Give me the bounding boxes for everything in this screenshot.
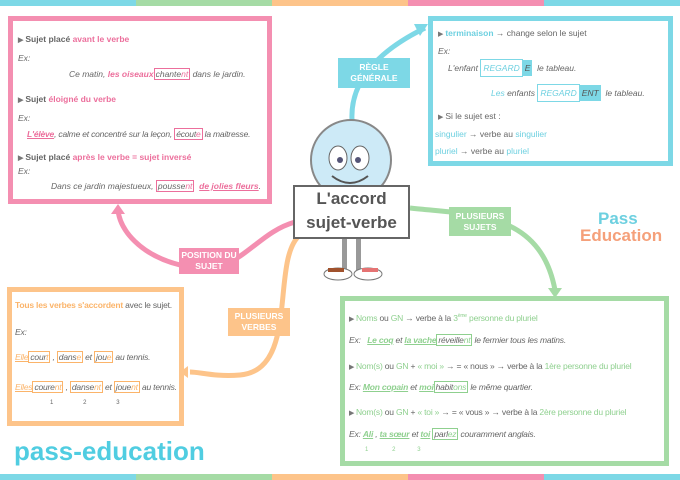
- title-line-2: sujet-verbe: [306, 213, 397, 232]
- top-color-stripe: [0, 0, 680, 6]
- plusieurs-sujets-box: ▶ Noms ou GN → verbe à la 3ème personne …: [340, 296, 669, 466]
- ex-label: Ex:: [18, 113, 31, 123]
- rule-eloigne: ▶ Sujet éloigné du verbe: [18, 94, 117, 104]
- rule-si-sujet: ▶ Si le sujet est :: [438, 111, 501, 121]
- plusieurs-verbes-box: Tous les verbes s'accordent avec le suje…: [7, 287, 184, 426]
- example-ali-soeur-toi: Ex: Ali , ta sœur et toi parlez couramme…: [349, 428, 536, 440]
- bottom-color-stripe: [0, 474, 680, 480]
- rule-tous-verbes: Tous les verbes s'accordent avec le suje…: [15, 300, 172, 310]
- title-sign: L'accord sujet-verbe: [293, 185, 410, 239]
- ex-label: Ex:: [438, 46, 451, 56]
- rule-toi: ▶ Nom(s) ou GN + « toi » → = « vous » → …: [349, 407, 627, 417]
- ex-label: Ex:: [15, 327, 27, 337]
- rule-moi: ▶ Nom(s) ou GN + « moi » → = « nous » → …: [349, 361, 632, 371]
- rule-avant: ▶ Sujet placé avant le verbe: [18, 34, 130, 44]
- regle-generale-box: ▶ terminaison → change selon le sujet Ex…: [428, 16, 673, 166]
- example-eloigne: L'élève, calme et concentré sur la leçon…: [27, 128, 251, 140]
- ex-label: Ex:: [18, 166, 31, 176]
- position-du-sujet-box: ▶ Sujet placé avant le verbe Ex: Ce mati…: [8, 16, 272, 204]
- rule-apres: ▶ Sujet placé après le verbe = sujet inv…: [18, 152, 192, 162]
- logo-line-2: Education: [580, 226, 663, 245]
- ex-label: Ex:: [18, 53, 31, 63]
- rule-pluriel: pluriel → verbe au pluriel: [435, 146, 530, 156]
- logo-line-1: Pass: [598, 209, 638, 228]
- title-line-1: L'accord: [316, 189, 387, 208]
- pass-education-logo: Pass Education: [580, 210, 662, 244]
- tag-regle-generale: RÈGLE GÉNÉRALE: [338, 58, 410, 88]
- example-apres: Dans ce jardin majestueux, poussent de j…: [51, 180, 262, 192]
- rule-singulier: singulier → verbe au singulier: [435, 129, 547, 139]
- rule-noms-gn: ▶ Noms ou GN → verbe à la 3ème personne …: [349, 313, 538, 323]
- tag-position-du-sujet: POSITION DU SUJET: [179, 248, 239, 274]
- tag-plusieurs-sujets: PLUSIEURS SUJETS: [449, 207, 511, 236]
- tag-plusieurs-verbes: PLUSIEURS VERBES: [228, 308, 290, 336]
- lightbulb-mascot: [310, 119, 392, 281]
- rule-terminaison: ▶ terminaison → change selon le sujet: [438, 28, 587, 38]
